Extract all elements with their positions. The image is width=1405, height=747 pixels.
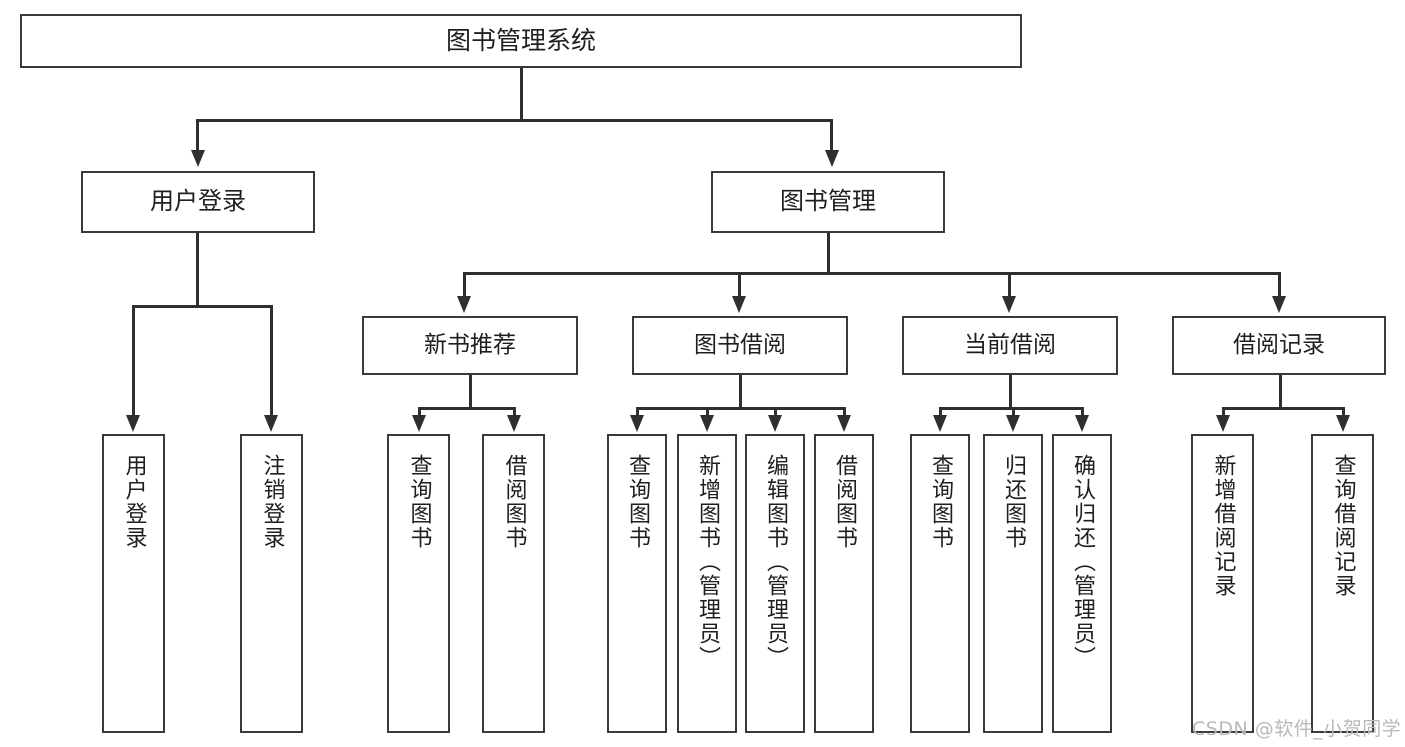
- connector-book-borrow-drop-1: [636, 407, 639, 417]
- csdn-watermark: CSDN @软件_小贺同学: [1192, 718, 1402, 740]
- node-current-borrow[interactable]: 当前借阅: [902, 316, 1118, 375]
- connector-user-login-stem: [196, 233, 199, 306]
- node-leaf-query-record[interactable]: 查询借阅记录: [1311, 434, 1374, 733]
- arrow-to-book-borrow: [732, 296, 746, 313]
- leaf-label: 新增图书（管理员）: [695, 454, 720, 670]
- connector-new-book-rec-bus: [419, 407, 515, 410]
- arrow-to-borrow-record: [1272, 296, 1286, 313]
- leaf-label: 注销登录: [259, 454, 285, 550]
- arrow-to-leaf-user-logout: [264, 415, 278, 432]
- arrow-to-leaf-add-book: [700, 415, 714, 432]
- leaf-label: 新增借阅记录: [1210, 454, 1236, 598]
- leaf-label: 用户登录: [121, 454, 147, 550]
- arrow-to-leaf-query-book-2: [630, 415, 644, 432]
- connector-root-drop-left: [196, 119, 199, 152]
- leaf-label: 查询图书: [406, 454, 432, 550]
- node-user-login[interactable]: 用户登录: [81, 171, 315, 233]
- arrow-to-user-login: [191, 150, 205, 167]
- connector-book-borrow-drop-4: [843, 407, 846, 417]
- node-leaf-query-book-1[interactable]: 查询图书: [387, 434, 450, 733]
- arrow-to-leaf-edit-book: [768, 415, 782, 432]
- leaf-label: 借阅图书: [832, 454, 857, 550]
- connector-root-stem: [520, 68, 523, 121]
- connector-book-manage-drop-2: [738, 272, 741, 298]
- connector-user-login-drop-2: [270, 305, 273, 417]
- arrow-to-leaf-return-book: [1006, 415, 1020, 432]
- connector-current-borrow-drop-1: [939, 407, 942, 417]
- arrow-to-leaf-borrow-book-2: [837, 415, 851, 432]
- connector-current-borrow-drop-2: [1012, 407, 1015, 417]
- node-leaf-confirm-return[interactable]: 确认归还（管理员）: [1052, 434, 1112, 733]
- connector-current-borrow-stem: [1009, 375, 1012, 408]
- leaf-label: 确认归还（管理员）: [1070, 454, 1095, 670]
- node-borrow-record[interactable]: 借阅记录: [1172, 316, 1386, 375]
- node-book-borrow[interactable]: 图书借阅: [632, 316, 848, 375]
- connector-borrow-record-drop-1: [1222, 407, 1225, 417]
- leaf-label: 查询图书: [928, 454, 953, 550]
- node-leaf-user-login[interactable]: 用户登录: [102, 434, 165, 733]
- node-root-system[interactable]: 图书管理系统: [20, 14, 1022, 68]
- connector-root-bus: [197, 119, 832, 122]
- arrow-to-current-borrow: [1002, 296, 1016, 313]
- arrow-to-book-manage: [825, 150, 839, 167]
- connector-book-manage-bus: [464, 272, 1280, 275]
- connector-root-drop-right: [830, 119, 833, 152]
- arrow-to-leaf-confirm-return: [1075, 415, 1089, 432]
- connector-current-borrow-bus: [940, 407, 1082, 410]
- node-leaf-edit-book[interactable]: 编辑图书（管理员）: [745, 434, 805, 733]
- node-leaf-borrow-book-1[interactable]: 借阅图书: [482, 434, 545, 733]
- arrow-to-new-book-rec: [457, 296, 471, 313]
- connector-book-borrow-bus: [637, 407, 845, 410]
- node-leaf-add-book[interactable]: 新增图书（管理员）: [677, 434, 737, 733]
- connector-new-book-rec-drop-1: [418, 407, 421, 417]
- leaf-label: 归还图书: [1001, 454, 1026, 550]
- connector-book-manage-stem: [827, 233, 830, 273]
- connector-book-borrow-drop-2: [706, 407, 709, 417]
- node-leaf-return-book[interactable]: 归还图书: [983, 434, 1043, 733]
- node-leaf-borrow-book-2[interactable]: 借阅图书: [814, 434, 874, 733]
- connector-book-manage-drop-3: [1008, 272, 1011, 298]
- node-leaf-query-book-2[interactable]: 查询图书: [607, 434, 667, 733]
- connector-current-borrow-drop-3: [1081, 407, 1084, 417]
- node-leaf-user-logout[interactable]: 注销登录: [240, 434, 303, 733]
- connector-borrow-record-drop-2: [1342, 407, 1345, 417]
- node-leaf-query-book-3[interactable]: 查询图书: [910, 434, 970, 733]
- arrow-to-leaf-add-record: [1216, 415, 1230, 432]
- connector-borrow-record-stem: [1279, 375, 1282, 408]
- node-leaf-add-record[interactable]: 新增借阅记录: [1191, 434, 1254, 733]
- arrow-to-leaf-query-book-1: [412, 415, 426, 432]
- connector-new-book-rec-stem: [469, 375, 472, 408]
- connector-book-manage-drop-1: [463, 272, 466, 298]
- connector-user-login-drop-1: [132, 305, 135, 417]
- connector-new-book-rec-drop-2: [513, 407, 516, 417]
- leaf-label: 借阅图书: [501, 454, 527, 550]
- connector-book-manage-drop-4: [1278, 272, 1281, 298]
- node-book-manage[interactable]: 图书管理: [711, 171, 945, 233]
- arrow-to-leaf-borrow-book-1: [507, 415, 521, 432]
- connector-borrow-record-bus: [1223, 407, 1344, 410]
- arrow-to-leaf-user-login: [126, 415, 140, 432]
- arrow-to-leaf-query-record: [1336, 415, 1350, 432]
- connector-book-borrow-stem: [739, 375, 742, 408]
- connector-book-borrow-drop-3: [774, 407, 777, 417]
- leaf-label: 查询图书: [625, 454, 650, 550]
- leaf-label: 查询借阅记录: [1330, 454, 1356, 598]
- node-new-book-recommend[interactable]: 新书推荐: [362, 316, 578, 375]
- leaf-label: 编辑图书（管理员）: [763, 454, 788, 670]
- arrow-to-leaf-query-book-3: [933, 415, 947, 432]
- connector-user-login-bus: [133, 305, 272, 308]
